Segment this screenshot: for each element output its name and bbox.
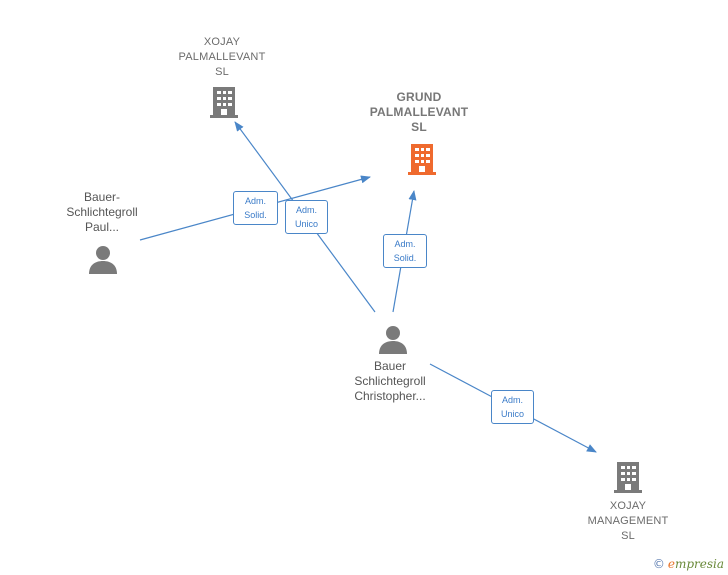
label-line: MANAGEMENT bbox=[587, 515, 669, 527]
edge-label-line: Unico bbox=[500, 409, 524, 419]
label-line: XOJAY bbox=[203, 36, 241, 48]
edge-label-chris-grund[interactable]: Adm. Solid. bbox=[383, 234, 427, 268]
person-icon[interactable] bbox=[87, 243, 119, 275]
brand-name: mpresia bbox=[674, 557, 724, 571]
node-grund-palmallevant-label[interactable]: GRUND PALMALLEVANT SL bbox=[358, 90, 480, 135]
edge-label-line: Adm. bbox=[394, 239, 416, 249]
node-bauer-paul-label[interactable]: Bauer- Schlichtegroll Paul... bbox=[50, 190, 154, 235]
edge-label-line: Adm. bbox=[244, 196, 266, 206]
brand-initial: e bbox=[667, 557, 675, 571]
edge-label-line: Unico bbox=[294, 219, 318, 229]
label-line: SL bbox=[411, 120, 427, 134]
label-line: GRUND bbox=[396, 90, 442, 104]
building-icon[interactable] bbox=[208, 85, 240, 119]
node-bauer-christopher-label[interactable]: Bauer Schlichtegroll Christopher... bbox=[336, 359, 444, 404]
label-line: SL bbox=[621, 530, 635, 542]
label-line: Bauer bbox=[373, 359, 407, 373]
person-icon[interactable] bbox=[377, 323, 409, 355]
label-line: Christopher... bbox=[354, 389, 426, 403]
edge-label-line: Solid. bbox=[244, 210, 267, 220]
label-line: PALMALLEVANT bbox=[369, 105, 469, 119]
empresia-logo: ©empresia bbox=[653, 557, 724, 571]
label-line: Paul... bbox=[84, 220, 120, 234]
edge-label-paul-grund[interactable]: Adm. Solid. bbox=[233, 191, 278, 225]
copyright-symbol: © bbox=[652, 557, 665, 571]
label-line: SL bbox=[215, 66, 229, 78]
building-icon[interactable] bbox=[612, 460, 644, 494]
building-icon-highlighted[interactable] bbox=[406, 142, 438, 176]
edge-label-line: Adm. bbox=[295, 205, 317, 215]
edge-label-chris-xojay-management[interactable]: Adm. Unico bbox=[491, 390, 534, 424]
edge-label-line: Adm. bbox=[501, 395, 523, 405]
label-line: Schlichtegroll bbox=[354, 374, 426, 388]
node-xojay-management-label[interactable]: XOJAY MANAGEMENT SL bbox=[572, 499, 684, 544]
node-xojay-palmallevant-label[interactable]: XOJAY PALMALLEVANT SL bbox=[164, 35, 280, 80]
label-line: PALMALLEVANT bbox=[178, 51, 266, 63]
label-line: Schlichtegroll bbox=[66, 205, 138, 219]
edge-label-line: Solid. bbox=[393, 253, 417, 263]
label-line: Bauer- bbox=[83, 190, 121, 204]
label-line: XOJAY bbox=[609, 500, 647, 512]
edge-label-chris-xojay-palmallevant[interactable]: Adm. Unico bbox=[285, 200, 328, 234]
